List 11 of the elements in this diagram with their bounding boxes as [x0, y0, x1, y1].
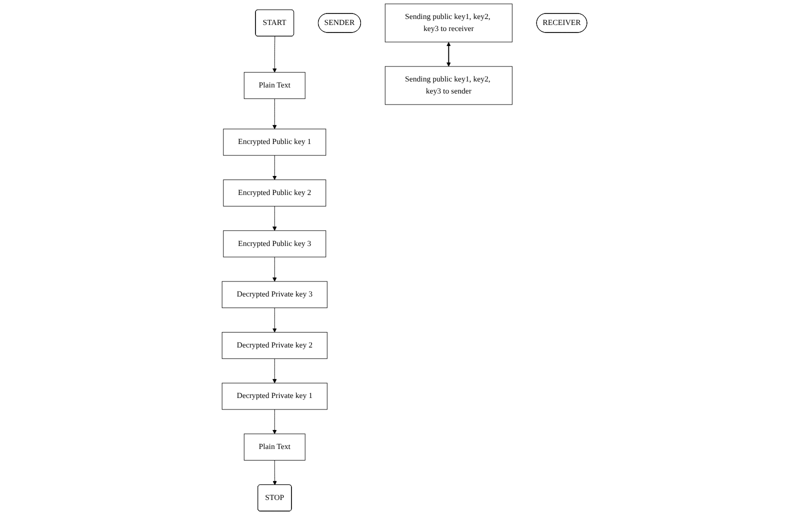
node-box	[244, 72, 306, 99]
arrow	[446, 42, 451, 67]
node-box	[244, 434, 306, 461]
node-box	[223, 128, 326, 156]
node-box	[223, 180, 326, 206]
node-box	[384, 66, 512, 105]
node-box	[222, 332, 328, 359]
node-box	[222, 382, 328, 410]
node-box	[223, 230, 326, 258]
node-box	[222, 281, 328, 308]
node-box	[384, 4, 512, 42]
